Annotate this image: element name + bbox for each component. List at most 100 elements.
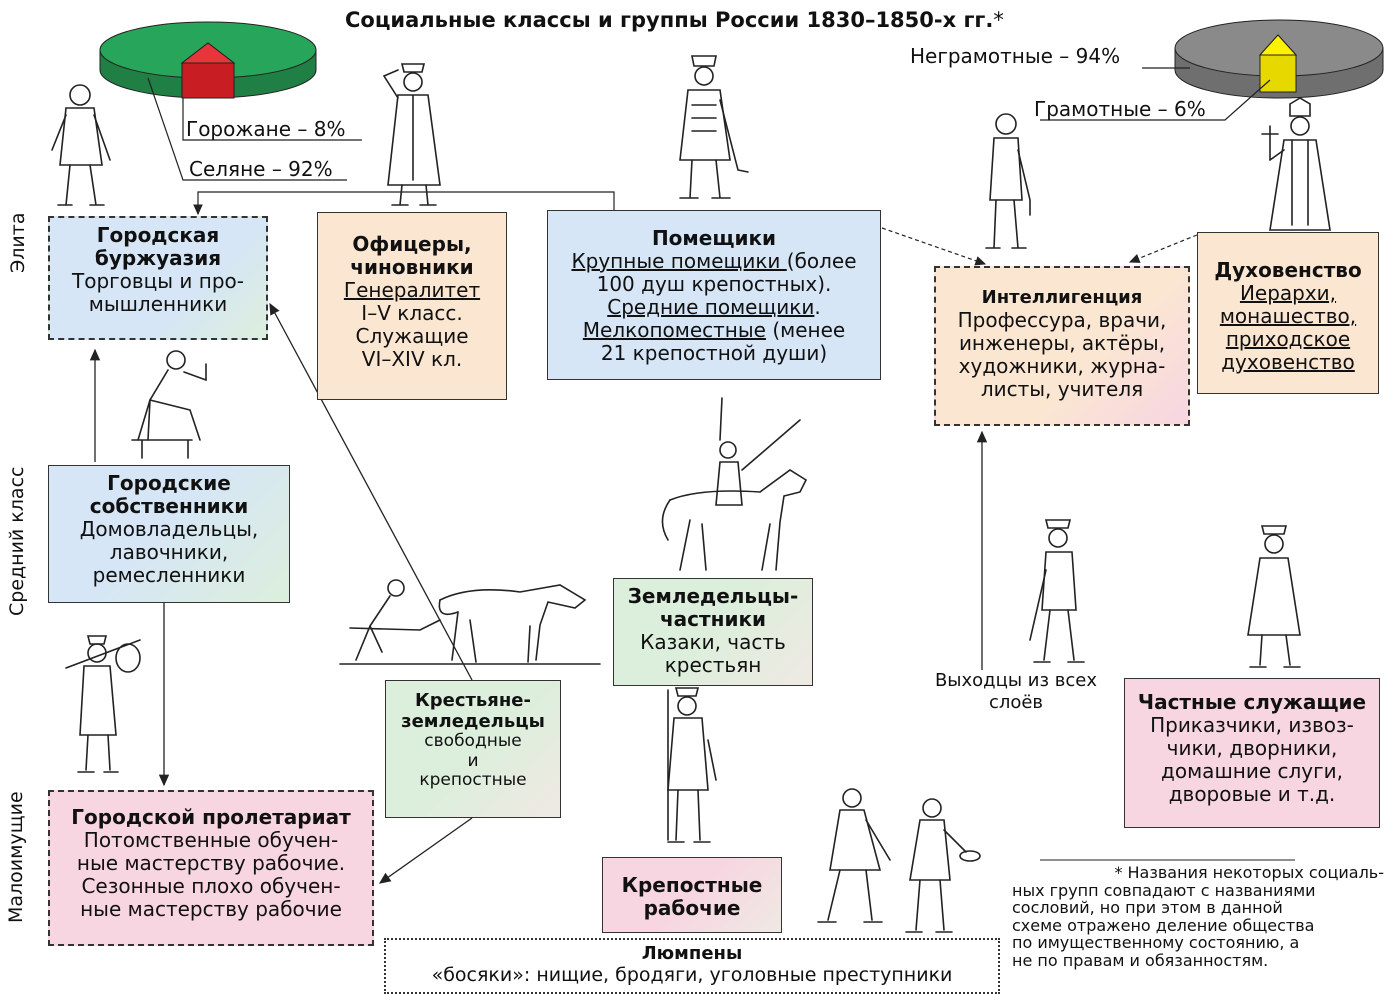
priest-figure-icon bbox=[1261, 97, 1331, 231]
box-text-line: Торговцы и про- bbox=[71, 269, 245, 293]
box-text-line: инженеры, актёры, bbox=[958, 330, 1166, 355]
cossack-rider-icon bbox=[661, 397, 808, 571]
box-text-line: Сезонные плохо обучен- bbox=[81, 874, 341, 898]
box-text-line: ные мастерству рабочие. bbox=[76, 851, 346, 875]
box-title-line: Интеллигенция bbox=[981, 287, 1143, 308]
box-text-span: Мелкопоместные bbox=[582, 318, 766, 342]
label-line: Выходцы из всех bbox=[934, 670, 1098, 691]
box-text-line: Казаки, часть bbox=[640, 630, 786, 654]
box-title-line: земледельцы bbox=[401, 710, 545, 732]
box-text-line: Приказчики, извоз- bbox=[1150, 713, 1354, 737]
traveller-figure-icon bbox=[65, 635, 141, 773]
box-urban-bourgeoisie: Городская буржуазия Торговцы и про- мышл… bbox=[48, 216, 268, 340]
side-label-elite: Элита bbox=[7, 212, 29, 273]
box-text-line: Профессура, врачи, bbox=[957, 307, 1167, 332]
box-text-line: «босяки»: нищие, бродяги, уголовные прес… bbox=[431, 963, 953, 986]
pie-label-literate: Грамотные – 6% bbox=[1034, 97, 1206, 121]
craftsman-figure-icon bbox=[131, 350, 207, 459]
officer-figure-icon bbox=[382, 63, 441, 206]
box-title-line: Земледельцы- bbox=[627, 584, 799, 608]
side-label-middle-class: Средний класс bbox=[6, 466, 28, 616]
box-title-line: Люмпены bbox=[641, 943, 743, 964]
box-text-line: 100 душ крепостных). bbox=[596, 272, 832, 296]
box-text-line: монашество, bbox=[1219, 304, 1357, 328]
pie-label-townspeople: Горожане – 8% bbox=[186, 117, 346, 141]
box-text-line: и bbox=[467, 750, 479, 771]
worker-figure-icon bbox=[667, 687, 717, 843]
side-label-poor: Малоимущие bbox=[5, 791, 27, 923]
diagram-title: Социальные классы и группы России 1830–1… bbox=[345, 8, 1004, 32]
box-title-line: Крестьяне- bbox=[415, 690, 531, 711]
box-officers-officials: Офицеры, чиновники Генералитет I–V класс… bbox=[317, 212, 507, 400]
box-title-line: рабочие bbox=[643, 896, 741, 920]
box-title-line: собственники bbox=[89, 494, 249, 518]
plowman-horse-icon bbox=[339, 579, 601, 665]
box-text-line: дворовые и т.д. bbox=[1168, 782, 1336, 806]
box-peasant-farmers: Крестьяне- земледельцы свободные и крепо… bbox=[385, 680, 561, 818]
box-title-line: чиновники bbox=[350, 255, 474, 279]
vagrants-figure-icon bbox=[817, 788, 981, 933]
landlord-figure-icon bbox=[679, 55, 749, 199]
pie-label-illiterate: Неграмотные – 94% bbox=[910, 44, 1121, 68]
box-text-line: Потомственные обучен- bbox=[83, 828, 339, 852]
box-landlords: Помещики Крупные помещики (более 100 душ… bbox=[547, 210, 881, 380]
box-text-line: мышленники bbox=[88, 292, 228, 316]
box-private-servants: Частные служащие Приказчики, извоз- чики… bbox=[1124, 678, 1380, 828]
box-text-line: VI–XIV кл. bbox=[361, 347, 463, 371]
label-line: слоёв bbox=[988, 691, 1044, 713]
footnote-line: не по правам и обязанностям. bbox=[1012, 950, 1269, 970]
box-urban-proletariat: Городской пролетариат Потомственные обуч… bbox=[48, 790, 374, 946]
box-text-line: Домовладельцы, bbox=[79, 517, 259, 541]
box-text-line: домашние слуги, bbox=[1161, 759, 1343, 783]
box-title-line: Помещики bbox=[651, 226, 777, 250]
box-text-line: Иерархи, bbox=[1239, 281, 1337, 305]
footnote-line: схеме отражено деление общества bbox=[1012, 915, 1315, 935]
footnote-line: сословий, но при этом в данной bbox=[1012, 898, 1283, 918]
box-title-line: буржуазия bbox=[94, 246, 222, 270]
box-private-farmers: Земледельцы- частники Казаки, часть крес… bbox=[613, 578, 813, 686]
box-title-line: Частные служащие bbox=[1137, 690, 1367, 714]
merchant-figure-icon bbox=[51, 84, 111, 206]
footnote-line: * Названия некоторых социаль- bbox=[1114, 863, 1384, 882]
box-title-line: Городской пролетариат bbox=[71, 805, 351, 829]
servant-figure-icon bbox=[1247, 525, 1301, 668]
box-text-line: приходское bbox=[1225, 327, 1351, 351]
box-text-line: крестьян bbox=[664, 653, 762, 677]
box-text-span: Крупные помещики bbox=[571, 249, 787, 273]
title-text: Социальные классы и группы России 1830–1… bbox=[345, 8, 994, 32]
box-text-line: Генералитет bbox=[343, 278, 481, 302]
box-lumpen: Люмпены «босяки»: нищие, бродяги, уголов… bbox=[384, 938, 1000, 994]
box-clergy: Духовенство Иерархи, монашество, приходс… bbox=[1197, 232, 1379, 394]
pie-label-villagers: Селяне – 92% bbox=[189, 157, 333, 181]
box-title-line: Городские bbox=[107, 471, 231, 495]
box-text-span: (менее bbox=[765, 318, 846, 342]
box-text-line: лавочники, bbox=[109, 540, 229, 564]
box-text-line: духовенство bbox=[1221, 350, 1355, 374]
box-text-line: ные мастерству рабочие bbox=[80, 897, 342, 921]
box-text-line: I–V класс. bbox=[361, 301, 463, 325]
title-asterisk: * bbox=[993, 8, 1004, 32]
box-text-line: свободные bbox=[424, 731, 522, 752]
label-from-all-layers: Выходцы из всех слоёв bbox=[918, 670, 1114, 713]
box-text-line: Служащие bbox=[355, 324, 469, 348]
box-title-line: Офицеры, bbox=[352, 232, 472, 256]
box-title-line: Городская bbox=[96, 223, 220, 247]
box-title-line: частники bbox=[659, 607, 767, 631]
box-text-span: Средние помещики bbox=[607, 295, 815, 319]
box-text-line: чики, дворники, bbox=[1166, 736, 1338, 760]
box-title-line: Крепостные bbox=[621, 873, 763, 897]
pie-chart-town-village bbox=[99, 21, 317, 99]
box-text-line: художники, журна- bbox=[958, 353, 1166, 378]
footnote: * Названия некоторых социаль- ных групп … bbox=[1012, 864, 1384, 970]
intellectual-figure-icon bbox=[985, 113, 1031, 249]
pie-chart-literacy bbox=[1174, 19, 1384, 99]
box-text-line: листы, учителя bbox=[980, 376, 1144, 401]
box-serf-workers: Крепостные рабочие bbox=[602, 857, 782, 933]
footnote-line: ных групп совпадают с названиями bbox=[1012, 880, 1316, 900]
box-text-span: (более bbox=[786, 249, 857, 273]
box-intelligentsia: Интеллигенция Профессура, врачи, инженер… bbox=[934, 266, 1190, 426]
box-text-span: . bbox=[814, 295, 821, 319]
walker-figure-icon bbox=[1029, 519, 1085, 663]
box-title-line: Духовенство bbox=[1214, 258, 1362, 282]
